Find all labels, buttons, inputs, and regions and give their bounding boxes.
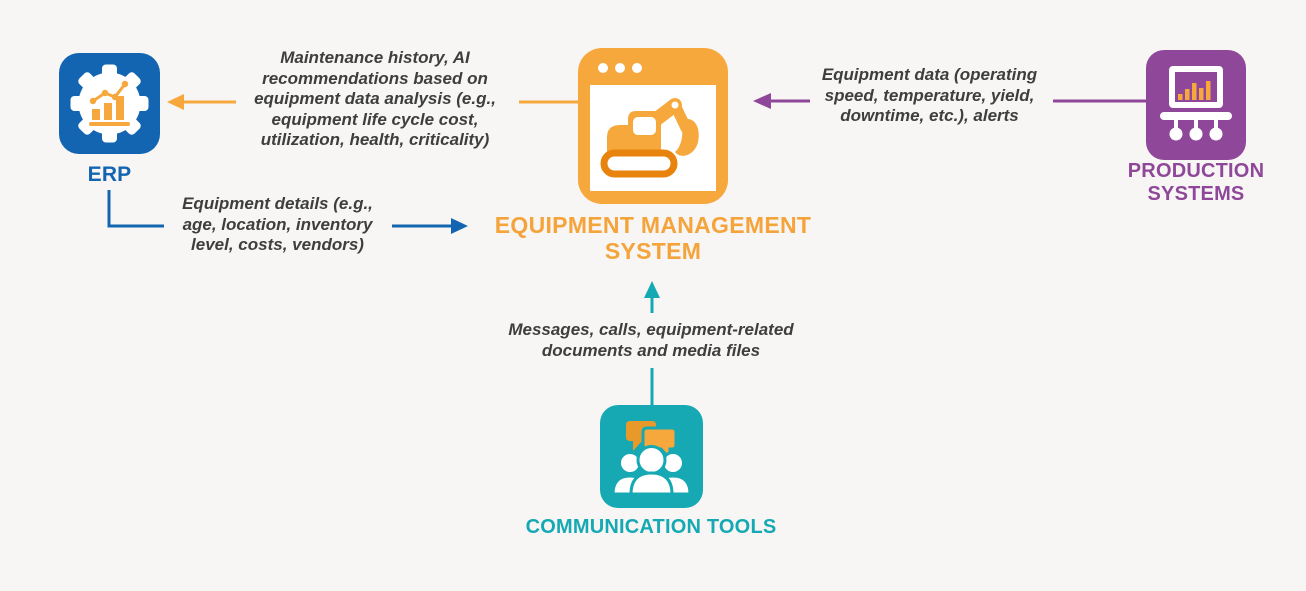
flow-label-messages-calls: Messages, calls, equipment-related docum… (508, 320, 794, 360)
erp-label: ERP (87, 163, 132, 186)
equipment-management-system-label: EQUIPMENT MANAGEMENT SYSTEM (494, 212, 812, 265)
production-systems-icon (1146, 50, 1246, 160)
production-systems-label: PRODUCTION SYSTEMS (1127, 160, 1265, 205)
communication-tools-icon (600, 405, 703, 508)
communication-tools-label: COMMUNICATION TOOLS (525, 516, 777, 538)
flow-label-equipment-data: Equipment data (operating speed, tempera… (821, 65, 1038, 125)
erp-icon (59, 53, 160, 154)
flow-label-equipment-details: Equipment details (e.g., age, location, … (182, 194, 373, 254)
equipment-management-system-icon (578, 48, 728, 204)
flow-label-maintenance-history: Maintenance history, AI recommendations … (254, 48, 496, 149)
